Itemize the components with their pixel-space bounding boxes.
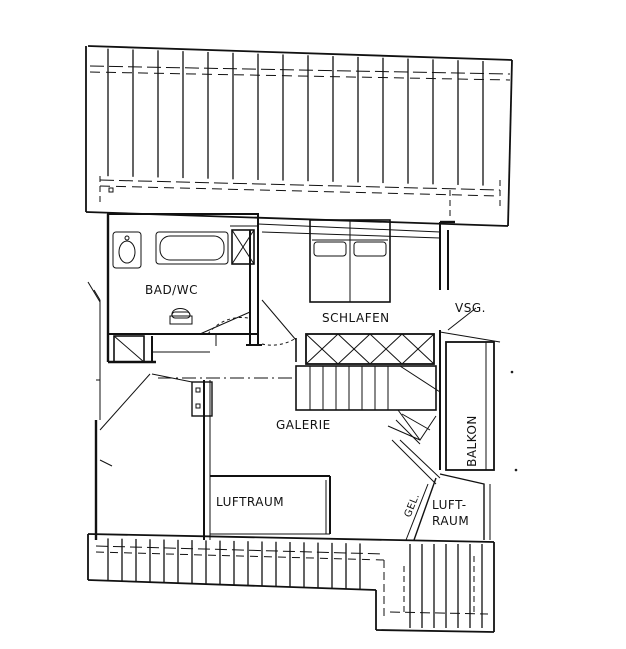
partition-walls [151,214,449,540]
room-label-schlafen: SCHLAFEN [322,311,390,325]
roof-bottom [87,533,495,633]
misc-marks [87,281,518,472]
room-label-luftraum-small-1: LUFT- [432,498,467,512]
galerie-lines [99,373,441,535]
room-label-luftraum-small-2: RAUM [432,514,470,528]
staircase [295,365,441,445]
roof-top [85,45,513,227]
room-label-balkon: BALKON [465,415,479,467]
room-label-bad-wc: BAD/WC [145,283,198,297]
balcony [405,307,501,541]
annotation-vsg: VSG. [455,301,486,315]
bedroom [257,219,441,365]
outer-walls [94,214,455,540]
room-label-galerie: GALERIE [276,418,331,432]
room-label-luftraum-main: LUFTRAUM [216,495,285,509]
